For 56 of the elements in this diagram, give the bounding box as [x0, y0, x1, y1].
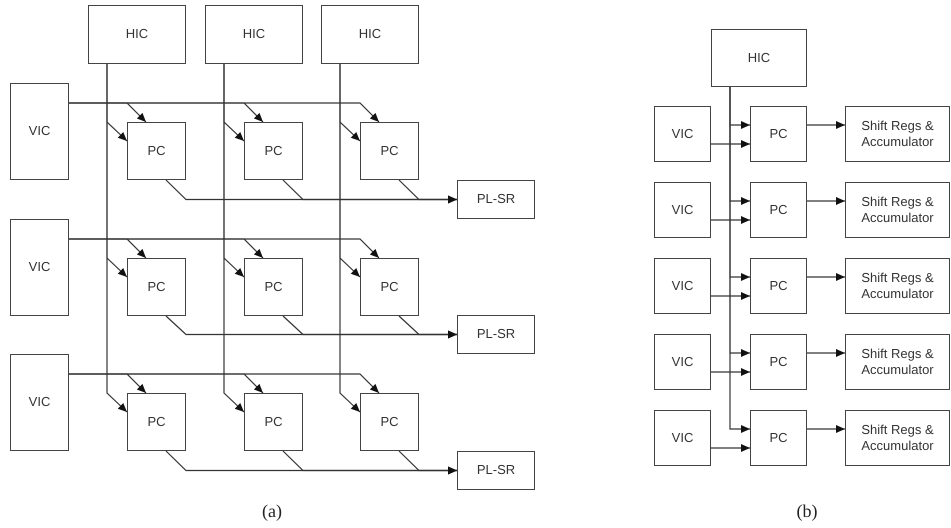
block-box: Shift Regs & Accumulator [845, 334, 950, 390]
block-box: Shift Regs & Accumulator [845, 106, 950, 162]
block-box: PC [244, 393, 303, 451]
block-box: PC [750, 182, 807, 238]
block-box: VIC [10, 83, 69, 180]
block-box: HIC [711, 29, 807, 87]
block-box: PC [750, 410, 807, 466]
block-box: HIC [321, 5, 419, 64]
block-box: HIC [205, 5, 303, 64]
block-box: VIC [654, 258, 711, 314]
arrow [807, 197, 845, 205]
panel-caption: (a) [262, 500, 282, 523]
block-box: PC [750, 334, 807, 390]
block-box: PC [127, 258, 186, 316]
arrow [711, 216, 750, 224]
arrow [398, 316, 457, 338]
block-box: HIC [88, 5, 186, 64]
arrow [711, 292, 750, 300]
arrow [339, 64, 360, 412]
arrow [807, 425, 845, 433]
block-box: VIC [10, 354, 69, 451]
block-box: VIC [654, 334, 711, 390]
arrow [711, 140, 750, 148]
block-box: PC [127, 122, 186, 180]
arrow [729, 87, 750, 433]
block-box: PL-SR [457, 180, 535, 219]
arrow [807, 273, 845, 281]
arrow [711, 368, 750, 376]
block-box: VIC [10, 219, 69, 316]
arrow [223, 64, 244, 412]
arrow [69, 102, 380, 122]
arrow [69, 238, 380, 258]
block-box: VIC [654, 106, 711, 162]
block-box: PC [750, 258, 807, 314]
block-box: Shift Regs & Accumulator [845, 182, 950, 238]
block-box: PL-SR [457, 451, 535, 490]
arrow [398, 450, 457, 474]
block-box: PC [750, 106, 807, 162]
block-box: PC [360, 393, 419, 451]
block-box: PL-SR [457, 315, 535, 354]
block-box: PC [127, 393, 186, 451]
block-box: PC [244, 258, 303, 316]
block-box: VIC [654, 182, 711, 238]
block-box: VIC [654, 410, 711, 466]
block-box: Shift Regs & Accumulator [845, 410, 950, 466]
panel-caption: (b) [796, 500, 818, 523]
arrow [106, 64, 128, 412]
arrow [807, 349, 845, 357]
block-box: PC [244, 122, 303, 180]
block-box: Shift Regs & Accumulator [845, 258, 950, 314]
block-box: PC [360, 258, 419, 316]
arrow [807, 121, 845, 129]
block-box: PC [360, 122, 419, 180]
arrow [69, 373, 380, 394]
arrow [711, 444, 750, 452]
arrow [398, 180, 457, 204]
